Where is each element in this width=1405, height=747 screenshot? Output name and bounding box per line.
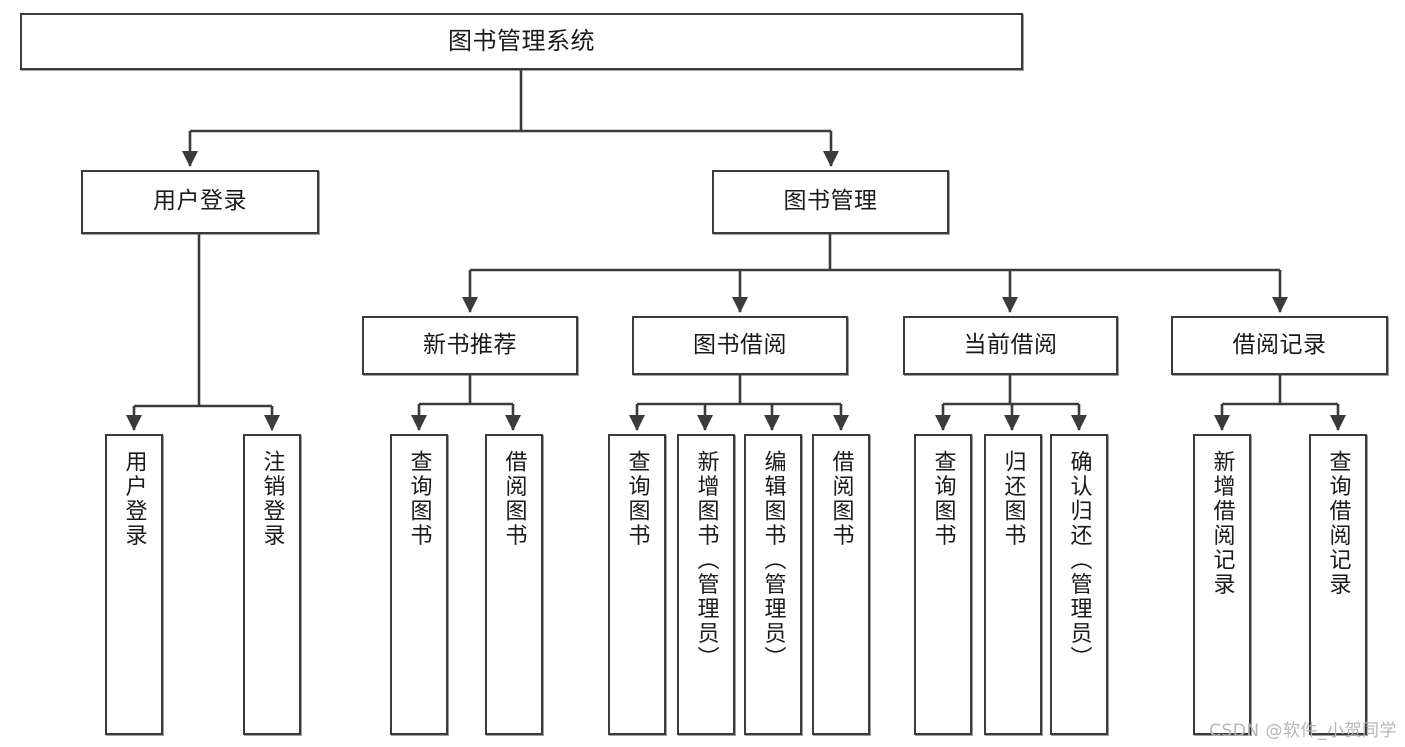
node-label: 注销登录 xyxy=(259,450,285,548)
node-label: 归还图书 xyxy=(1000,450,1026,548)
leaf-user-login-logout[interactable]: 注销登录 xyxy=(243,434,301,735)
leaf-book-borrow-borrow-book[interactable]: 借阅图书 xyxy=(812,434,870,735)
leaf-borrow-record-query-record[interactable]: 查询借阅记录 xyxy=(1309,434,1367,735)
node-label: 查询图书 xyxy=(624,450,650,548)
node-label: 借阅记录 xyxy=(1232,331,1327,358)
node-label: 编辑图书（管理员） xyxy=(760,450,786,671)
leaf-book-borrow-add-book-admin[interactable]: 新增图书（管理员） xyxy=(677,434,735,735)
leaf-borrow-record-add-record[interactable]: 新增借阅记录 xyxy=(1193,434,1251,735)
node-book-borrow[interactable]: 图书借阅 xyxy=(632,316,848,375)
leaf-current-borrow-query-book[interactable]: 查询图书 xyxy=(914,434,972,735)
node-label: 确认归还（管理员） xyxy=(1066,450,1092,671)
node-label: 新增借阅记录 xyxy=(1209,450,1235,597)
node-new-book-recommend[interactable]: 新书推荐 xyxy=(362,316,578,375)
leaf-book-borrow-edit-book-admin[interactable]: 编辑图书（管理员） xyxy=(744,434,802,735)
node-label: 查询借阅记录 xyxy=(1325,450,1351,597)
node-label: 借阅图书 xyxy=(501,450,527,548)
node-user-login[interactable]: 用户登录 xyxy=(81,170,319,234)
node-label: 查询图书 xyxy=(406,450,432,548)
node-borrow-record[interactable]: 借阅记录 xyxy=(1171,316,1388,375)
leaf-user-login-login[interactable]: 用户登录 xyxy=(105,434,163,735)
node-label: 图书管理 xyxy=(783,188,878,215)
node-label: 用户登录 xyxy=(121,450,147,548)
csdn-watermark: CSDN @软件_小贺同学 xyxy=(1209,721,1397,741)
node-label: 借阅图书 xyxy=(828,450,854,548)
leaf-book-borrow-query-book[interactable]: 查询图书 xyxy=(608,434,666,735)
node-current-borrow[interactable]: 当前借阅 xyxy=(903,316,1118,375)
node-label: 图书借阅 xyxy=(693,331,787,358)
leaf-current-borrow-confirm-return-admin[interactable]: 确认归还（管理员） xyxy=(1050,434,1108,735)
node-book-management[interactable]: 图书管理 xyxy=(712,170,949,234)
node-label: 新增图书（管理员） xyxy=(693,450,719,671)
node-label: 新书推荐 xyxy=(423,331,517,358)
node-label: 图书管理系统 xyxy=(448,27,595,56)
leaf-current-borrow-return-book[interactable]: 归还图书 xyxy=(984,434,1042,735)
node-label: 用户登录 xyxy=(153,188,247,215)
leaf-new-book-borrow-book[interactable]: 借阅图书 xyxy=(485,434,543,735)
node-root-book-management-system[interactable]: 图书管理系统 xyxy=(20,13,1023,70)
node-label: 查询图书 xyxy=(930,450,956,548)
leaf-new-book-query-book[interactable]: 查询图书 xyxy=(390,434,448,735)
node-label: 当前借阅 xyxy=(963,331,1058,358)
